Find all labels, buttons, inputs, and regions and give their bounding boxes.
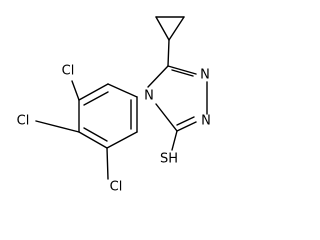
- bond: [171, 130, 178, 151]
- atom-label-n2: N: [201, 114, 211, 129]
- bond: [176, 121, 197, 132]
- bond: [176, 116, 195, 126]
- bond: [83, 127, 108, 142]
- bond: [168, 16, 185, 41]
- bond: [78, 83, 109, 101]
- atom-label-n4: N: [144, 89, 154, 104]
- bond: [78, 131, 108, 149]
- atom-label-cl-top: Cl: [62, 64, 75, 79]
- bond: [167, 39, 170, 67]
- triazole-ring: [147, 39, 208, 151]
- atom-label-n1: N: [200, 68, 210, 83]
- bond: [147, 65, 169, 88]
- atom-label-cl-right: Cl: [110, 180, 123, 195]
- bond: [155, 16, 170, 41]
- bond: [35, 120, 80, 133]
- bond: [83, 91, 109, 106]
- atom-label-cl-left: Cl: [17, 114, 30, 129]
- bond: [107, 83, 138, 98]
- cyclopropyl-ring: [155, 16, 185, 41]
- chemical-structure: N N N SH Cl Cl Cl: [17, 16, 211, 195]
- bond: [167, 65, 197, 75]
- bond: [106, 131, 138, 149]
- trichlorophenyl-ring: [35, 80, 138, 180]
- bond: [106, 147, 109, 180]
- bond: [155, 103, 178, 132]
- bond: [171, 69, 194, 77]
- atom-label-sh: SH: [160, 152, 178, 167]
- bond: [71, 80, 80, 101]
